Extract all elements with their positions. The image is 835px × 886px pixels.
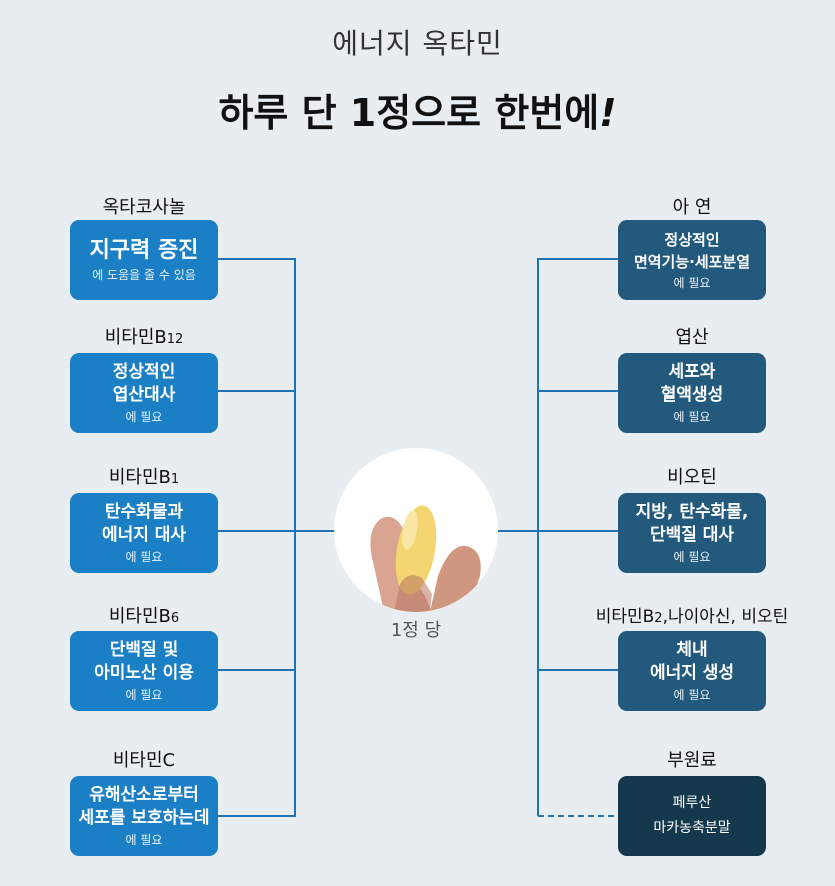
benefit-line: 체내 — [676, 640, 708, 660]
label-text: 비타민B — [108, 606, 171, 627]
label-text: 아 연 — [672, 197, 712, 218]
label-text: 비타민C — [112, 750, 176, 771]
benefit-box-vitamin-c: 유해산소로부터 세포를 보호하는데 에 필요 — [70, 776, 218, 856]
sub-ingredients-box: 페루산 마카농축분말 — [618, 776, 766, 856]
benefit-line: 탄수화물과 — [104, 502, 184, 522]
benefit-box-zinc: 정상적인 면역기능·세포분열 에 필요 — [618, 220, 766, 300]
benefit-line: 단백질 대사 — [649, 525, 735, 545]
benefit-box-vitamin-b12: 정상적인 엽산대사 에 필요 — [70, 353, 218, 433]
benefit-note: 에 필요 — [673, 410, 711, 424]
label-text: 옥타코사놀 — [102, 197, 186, 218]
hand-holding-tablet-image — [370, 505, 481, 612]
benefit-line: 정상적인 — [112, 362, 176, 382]
label-subscript: 2 — [654, 611, 663, 626]
benefit-line: 세포와 — [668, 362, 716, 382]
label-text: 비타민B — [104, 327, 167, 348]
benefit-line: 지방, 탄수화물, — [635, 502, 749, 522]
page-title: 하루 단 1정으로 한번에! — [0, 82, 835, 137]
benefit-box-vitamin-b6: 단백질 및 아미노산 이용 에 필요 — [70, 631, 218, 711]
benefit-box-biotin: 지방, 탄수화물, 단백질 대사 에 필요 — [618, 493, 766, 573]
benefit-box-vitamin-b1: 탄수화물과 에너지 대사 에 필요 — [70, 493, 218, 573]
benefit-note: 에 필요 — [125, 688, 163, 702]
tablet-photo — [334, 448, 498, 612]
label-text: 비타민B — [595, 607, 655, 627]
benefit-box-energy: 체내 에너지 생성 에 필요 — [618, 631, 766, 711]
benefit-note: 에 필요 — [673, 550, 711, 564]
label-subscript: 1 — [170, 472, 180, 487]
tablet-caption: 1정 당 — [390, 620, 442, 641]
benefit-box-folic-acid: 세포와 혈액생성 에 필요 — [618, 353, 766, 433]
label-subscript: 12 — [166, 332, 184, 347]
label-vitamin-c: 비타민C — [70, 746, 218, 772]
label-text: 부원료 — [667, 750, 717, 771]
right-connector — [498, 258, 618, 816]
benefit-note: 에 필요 — [125, 410, 163, 424]
sub-ingredient-item: 마카농축분말 — [653, 820, 731, 836]
label-sub-ingredients: 부원료 — [618, 746, 766, 772]
label-vitamin-b12: 비타민B12 — [70, 323, 218, 349]
label-vitamin-b1: 비타민B1 — [70, 463, 218, 489]
benefit-note: 에 도움을 줄 수 있음 — [92, 268, 196, 282]
label-octacosanol: 옥타코사놀 — [70, 193, 218, 219]
benefit-line: 지구력 증진 — [89, 238, 199, 263]
title-exclamation: ! — [599, 91, 617, 135]
label-zinc: 아 연 — [618, 193, 766, 219]
label-folic-acid: 엽산 — [618, 323, 766, 349]
left-connector — [218, 258, 335, 817]
benefit-box-octacosanol: 지구력 증진 에 도움을 줄 수 있음 — [70, 220, 218, 300]
benefit-line: 면역기능·세포분열 — [633, 253, 751, 271]
label-subscript: 6 — [170, 611, 180, 626]
title-text: 하루 단 1정으로 한번에 — [218, 91, 600, 135]
label-vitamin-b6: 비타민B6 — [70, 602, 218, 628]
benefit-line: 아미노산 이용 — [94, 663, 194, 683]
benefit-note: 에 필요 — [673, 688, 711, 702]
benefit-line: 유해산소로부터 — [89, 785, 199, 805]
label-biotin: 비오틴 — [618, 463, 766, 489]
sub-ingredient-item: 페루산 — [672, 795, 712, 811]
benefit-line: 혈액생성 — [660, 385, 724, 405]
benefit-note: 에 필요 — [125, 550, 163, 564]
benefit-line: 세포를 보호하는데 — [78, 808, 210, 828]
label-text: 비타민B — [108, 467, 171, 488]
label-text-rest: ,나이아신, 비오틴 — [662, 607, 789, 627]
benefit-note: 에 필요 — [125, 833, 163, 847]
label-text: 엽산 — [675, 327, 709, 348]
benefit-line: 엽산대사 — [112, 385, 176, 405]
benefit-note: 에 필요 — [673, 276, 711, 290]
label-b2-niacin-biotin: 비타민B2,나이아신, 비오틴 — [578, 602, 806, 627]
benefit-line: 단백질 및 — [109, 640, 179, 660]
benefit-line: 에너지 대사 — [101, 525, 187, 545]
page-subtitle: 에너지 옥타민 — [332, 27, 503, 60]
benefit-line: 에너지 생성 — [649, 663, 735, 683]
benefit-line: 정상적인 — [664, 231, 720, 249]
label-text: 비오틴 — [667, 467, 717, 488]
